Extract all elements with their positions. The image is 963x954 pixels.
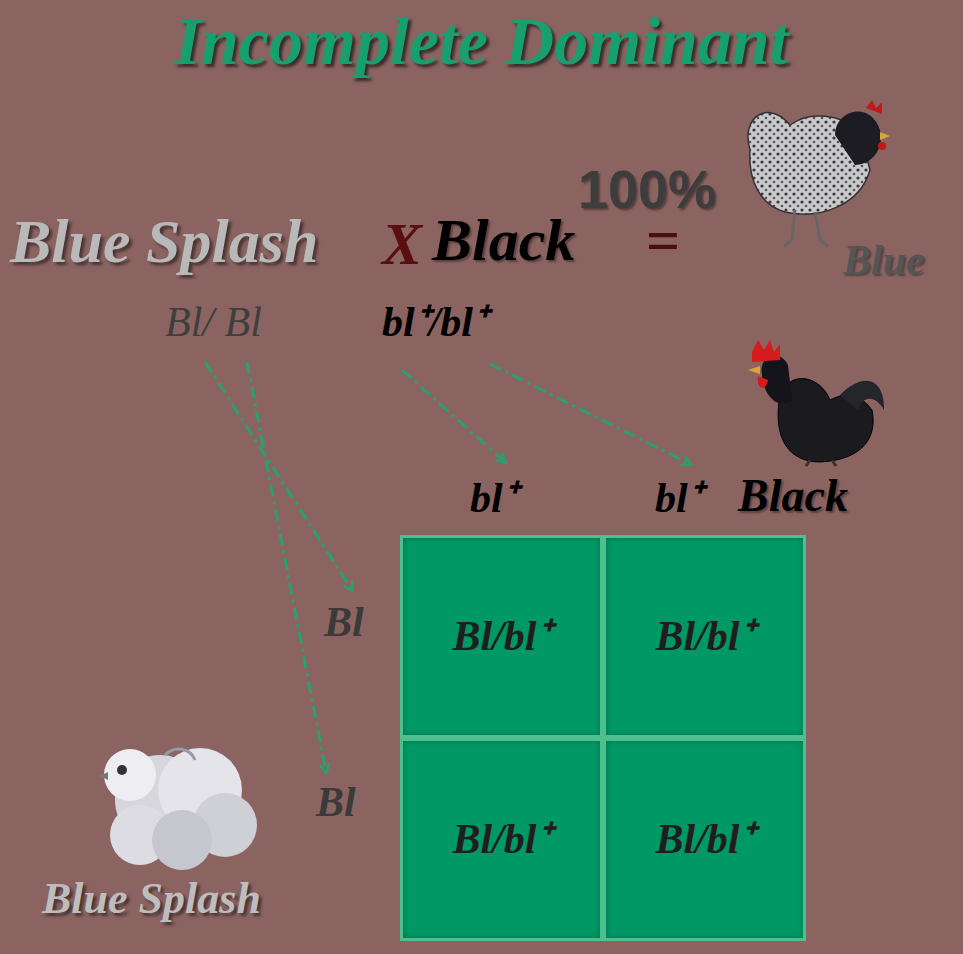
allele-header: bl⁺ xyxy=(470,474,517,522)
punnett-cell: Bl/bl⁺ xyxy=(603,738,806,941)
punnett-cell: Bl/bl⁺ xyxy=(400,738,603,941)
allele-header: Bl xyxy=(316,778,356,826)
genotype: Bl/bl⁺ xyxy=(655,816,753,862)
black-rooster xyxy=(748,340,884,466)
leader-arrow xyxy=(490,364,690,464)
allele-header: Bl xyxy=(324,598,364,646)
genotype: Bl/ Bl xyxy=(165,298,262,346)
parent-name: Blue Splash xyxy=(10,206,318,277)
leader-arrow xyxy=(402,370,505,462)
allele-header: bl⁺ xyxy=(655,474,702,522)
genotype: Bl/bl⁺ xyxy=(655,613,753,659)
offspring-name: Blue xyxy=(843,236,925,284)
genotype: Bl/bl⁺ xyxy=(452,613,550,659)
diagram-title: Incomplete Dominant xyxy=(0,2,963,80)
genotype: bl⁺/bl⁺ xyxy=(382,298,487,346)
leader-arrow xyxy=(205,362,352,590)
parent-name: Black xyxy=(738,470,848,523)
equals-sign: = xyxy=(646,206,680,275)
punnett-cell: Bl/bl⁺ xyxy=(603,535,806,738)
punnett-cell: Bl/bl⁺ xyxy=(400,535,603,738)
genotype: Bl/bl⁺ xyxy=(452,816,550,862)
blue-hen xyxy=(748,100,890,246)
leader-arrow xyxy=(247,362,326,772)
blue-splash-silkie xyxy=(100,748,257,870)
parent-name: Blue Splash xyxy=(42,874,261,925)
parent-name: Black xyxy=(432,206,575,275)
cross-sign: X xyxy=(382,210,422,279)
